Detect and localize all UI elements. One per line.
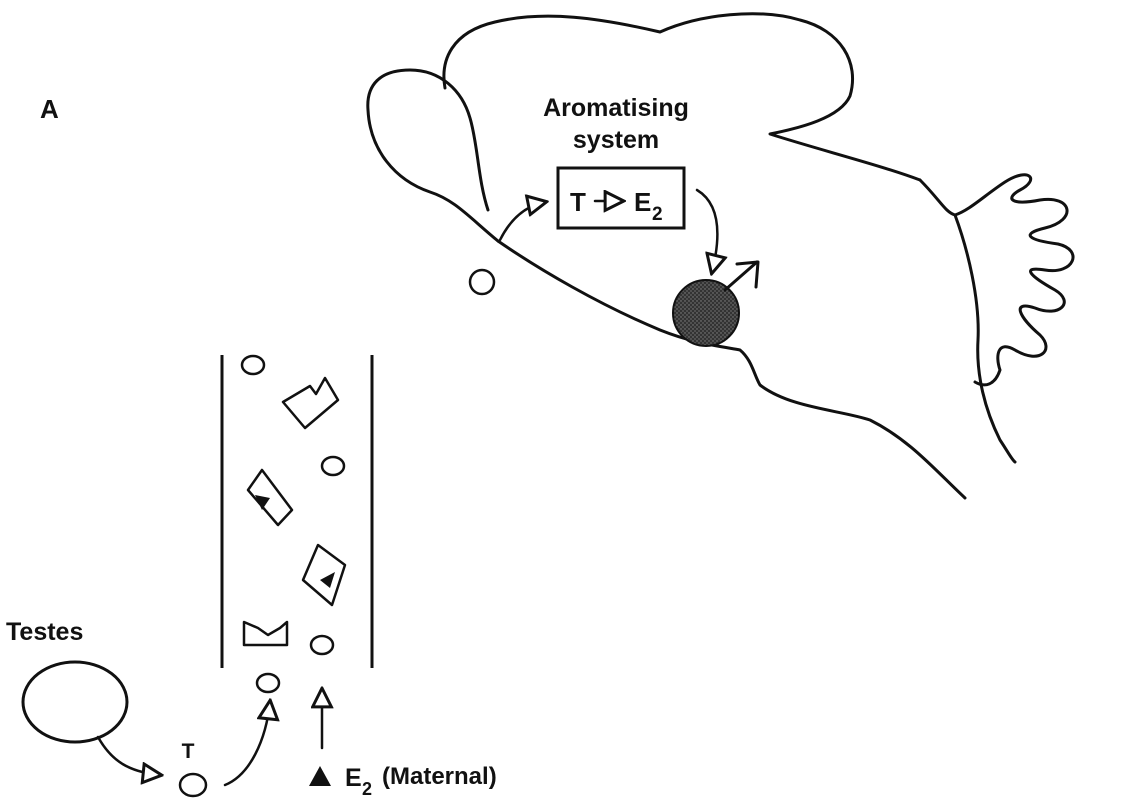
conversion-box: T E 2 [556, 166, 686, 230]
binding-protein [246, 468, 294, 527]
binding-protein [281, 376, 340, 430]
bound-estradiol [255, 495, 270, 510]
cerebellum [953, 173, 1075, 387]
aromatising-label-line1: Aromatising [543, 94, 689, 122]
arrow-testes-to-t [96, 735, 160, 775]
testes-label: Testes [6, 618, 83, 646]
arrow-to-nucleus [695, 188, 717, 272]
conversion-subscript: 2 [652, 204, 663, 225]
male-symbol-text: ♂ [0, 0, 1, 1]
maternal-text: (Maternal) [382, 763, 497, 790]
male-symbol-icon [723, 260, 760, 292]
testes [21, 660, 129, 744]
binding-protein [301, 543, 347, 607]
bound-estradiol [320, 572, 335, 588]
arrow-into-aromatase [498, 202, 545, 242]
dimorphic-nucleus [672, 279, 740, 347]
circulating-testosterone [178, 772, 208, 798]
t-label: T [182, 740, 195, 763]
arrow-t-into-vessel [223, 702, 270, 787]
vessel-molecule [309, 634, 335, 656]
conversion-e: E [634, 187, 651, 217]
ventral-surface [496, 239, 967, 500]
midbrain-dorsal [918, 178, 957, 217]
vessel-molecule [255, 672, 281, 694]
cerebrum [442, 12, 922, 182]
aromatising-label-line2: system [573, 126, 659, 154]
conversion-t: T [570, 187, 586, 217]
maternal-e: E [345, 764, 362, 792]
brain-testosterone-molecule [468, 268, 496, 296]
brain-outline [366, 12, 1075, 500]
vessel-molecule [240, 354, 266, 376]
blood-vessel [220, 354, 374, 694]
vessel-molecule [320, 455, 346, 477]
estradiol-triangle-icon [309, 766, 331, 786]
binding-protein [242, 620, 289, 647]
panel-letter: A [40, 94, 59, 124]
maternal-subscript: 2 [362, 779, 372, 799]
olfactory-bulb [366, 68, 500, 243]
brainstem-posterior [953, 213, 1017, 464]
